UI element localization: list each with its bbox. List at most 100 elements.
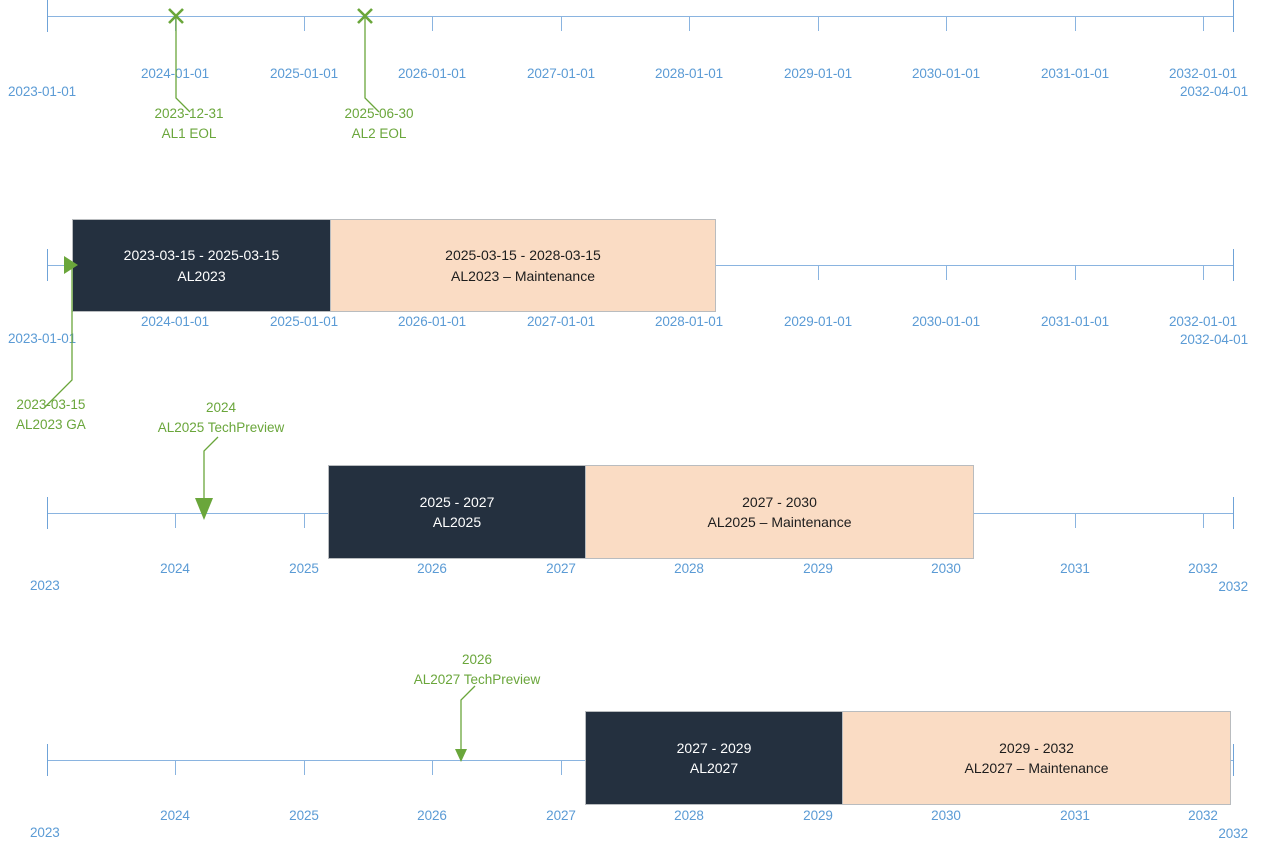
axis-tick (946, 265, 947, 280)
axis-tick-label: 2027 (546, 808, 576, 823)
axis-end-label: 2032-04-01 (1179, 332, 1248, 347)
axis-start-cap-lane2 (47, 249, 48, 281)
axis-tick-label: 2025 (289, 561, 319, 576)
milestone-label: AL2025 TechPreview (157, 420, 285, 436)
axis-tick-label: 2027-01-01 (526, 314, 596, 329)
axis-tick-label: 2030 (931, 808, 961, 823)
bar-range: 2023-03-15 - 2025-03-15 (123, 247, 280, 264)
milestone-date: 2023-03-15 (16, 397, 86, 412)
axis-tick (1075, 265, 1076, 280)
axis-tick-label: 2025-01-01 (269, 314, 339, 329)
axis-tick (1203, 513, 1204, 528)
axis-tick-label: 2032 (1188, 561, 1218, 576)
axis-tick (432, 760, 433, 775)
axis-tick-label: 2029 (803, 561, 833, 576)
axis-tick-label: 2024-01-01 (140, 314, 210, 329)
axis-tick-label: 2032-01-01 (1168, 314, 1238, 329)
axis-start-label: 2023 (30, 578, 60, 593)
bar-al2027-maintenance[interactable]: 2029 - 2032 AL2027 – Maintenance (842, 711, 1231, 805)
axis-tick-label: 2029-01-01 (783, 314, 853, 329)
axis-tick-label: 2024-01-01 (140, 66, 210, 81)
axis-tick-label: 2028-01-01 (654, 66, 724, 81)
milestone-al2023-ga: 2023-03-15 AL2023 GA (16, 395, 86, 436)
arrow-down-icon (195, 498, 213, 520)
axis-tick-label: 2032 (1188, 808, 1218, 823)
milestone-label: AL1 EOL (161, 126, 217, 142)
milestone-date: 2024 (205, 400, 237, 415)
axis-tick-label: 2025 (289, 808, 319, 823)
bar-al2025-active[interactable]: 2025 - 2027 AL2025 (328, 465, 586, 559)
axis-tick (175, 16, 176, 31)
milestone-label: AL2023 GA (16, 417, 86, 433)
axis-end-cap-lane3 (1233, 497, 1234, 529)
bar-label: AL2025 – Maintenance (707, 514, 852, 530)
bar-range: 2027 - 2030 (742, 493, 817, 510)
axis-tick (175, 760, 176, 775)
axis-end-label: 2032 (1218, 579, 1248, 594)
axis-tick-label: 2026-01-01 (397, 66, 467, 81)
milestone-label: AL2 EOL (351, 126, 407, 142)
bar-al2025-maintenance[interactable]: 2027 - 2030 AL2025 – Maintenance (585, 465, 974, 559)
axis-tick-label: 2028-01-01 (654, 314, 724, 329)
bar-label: AL2023 – Maintenance (451, 267, 595, 284)
milestone-al2025-techpreview: 2024 AL2025 TechPreview (158, 398, 285, 439)
axis-tick-label: 2030-01-01 (911, 66, 981, 81)
axis-tick-label: 2028 (674, 808, 704, 823)
milestone-date: 2026 (461, 652, 493, 667)
axis-tick (304, 16, 305, 31)
axis-tick-label: 2029-01-01 (783, 66, 853, 81)
axis-start-cap-lane3 (47, 497, 48, 529)
axis-tick (561, 16, 562, 31)
axis-tick-label: 2027 (546, 561, 576, 576)
axis-end-cap-lane1 (1233, 0, 1234, 32)
axis-tick (561, 760, 562, 775)
axis-tick-label: 2031 (1060, 561, 1090, 576)
axis-tick-label: 2026 (417, 561, 447, 576)
axis-line-lane1 (47, 16, 1233, 17)
axis-tick (304, 760, 305, 775)
axis-tick-label: 2025-01-01 (269, 66, 339, 81)
bar-range: 2029 - 2032 (999, 739, 1074, 756)
axis-end-cap-lane4 (1233, 744, 1234, 776)
bar-al2023-maintenance[interactable]: 2025-03-15 - 2028-03-15 AL2023 – Mainten… (330, 219, 716, 312)
axis-start-cap-lane4 (47, 744, 48, 776)
milestone-al2027-techpreview: 2026 AL2027 TechPreview (414, 650, 541, 691)
milestone-label: AL2027 TechPreview (413, 672, 541, 688)
axis-tick-label: 2029 (803, 808, 833, 823)
axis-tick-label: 2032-01-01 (1168, 66, 1238, 81)
bar-label: AL2023 (177, 267, 226, 284)
axis-tick-label: 2024 (160, 561, 190, 576)
bar-range: 2025 - 2027 (419, 493, 495, 510)
axis-tick (175, 513, 176, 528)
axis-start-label: 2023-01-01 (8, 331, 77, 346)
bar-range: 2025-03-15 - 2028-03-15 (445, 247, 601, 264)
axis-tick (1075, 513, 1076, 528)
axis-tick (818, 16, 819, 31)
axis-end-label: 2032-04-01 (1179, 84, 1248, 99)
bar-al2027-active[interactable]: 2027 - 2029 AL2027 (585, 711, 843, 805)
bar-label: AL2025 (432, 514, 482, 530)
axis-tick-label: 2030-01-01 (911, 314, 981, 329)
axis-tick (689, 16, 690, 31)
axis-tick (818, 265, 819, 280)
bar-al2023-active[interactable]: 2023-03-15 - 2025-03-15 AL2023 (72, 219, 331, 312)
axis-tick (1203, 265, 1204, 280)
axis-tick-label: 2026 (417, 808, 447, 823)
axis-start-cap-lane1 (47, 0, 48, 32)
axis-tick (432, 16, 433, 31)
bar-label: AL2027 (689, 760, 739, 776)
bar-label: AL2027 – Maintenance (964, 760, 1109, 776)
axis-tick-label: 2030 (931, 561, 961, 576)
milestone-al1-eol: 2023-12-31 AL1 EOL (154, 104, 223, 145)
axis-start-label: 2023-01-01 (8, 84, 77, 99)
bar-range: 2027 - 2029 (676, 739, 752, 756)
axis-tick-label: 2026-01-01 (397, 314, 467, 329)
axis-tick (304, 513, 305, 528)
axis-end-cap-lane2 (1233, 249, 1234, 281)
milestone-date: 2023-12-31 (154, 106, 224, 121)
axis-end-label: 2032 (1218, 826, 1248, 841)
milestone-date: 2025-06-30 (344, 106, 414, 121)
axis-tick-label: 2031-01-01 (1040, 66, 1110, 81)
axis-tick-label: 2031 (1060, 808, 1090, 823)
axis-tick (946, 16, 947, 31)
